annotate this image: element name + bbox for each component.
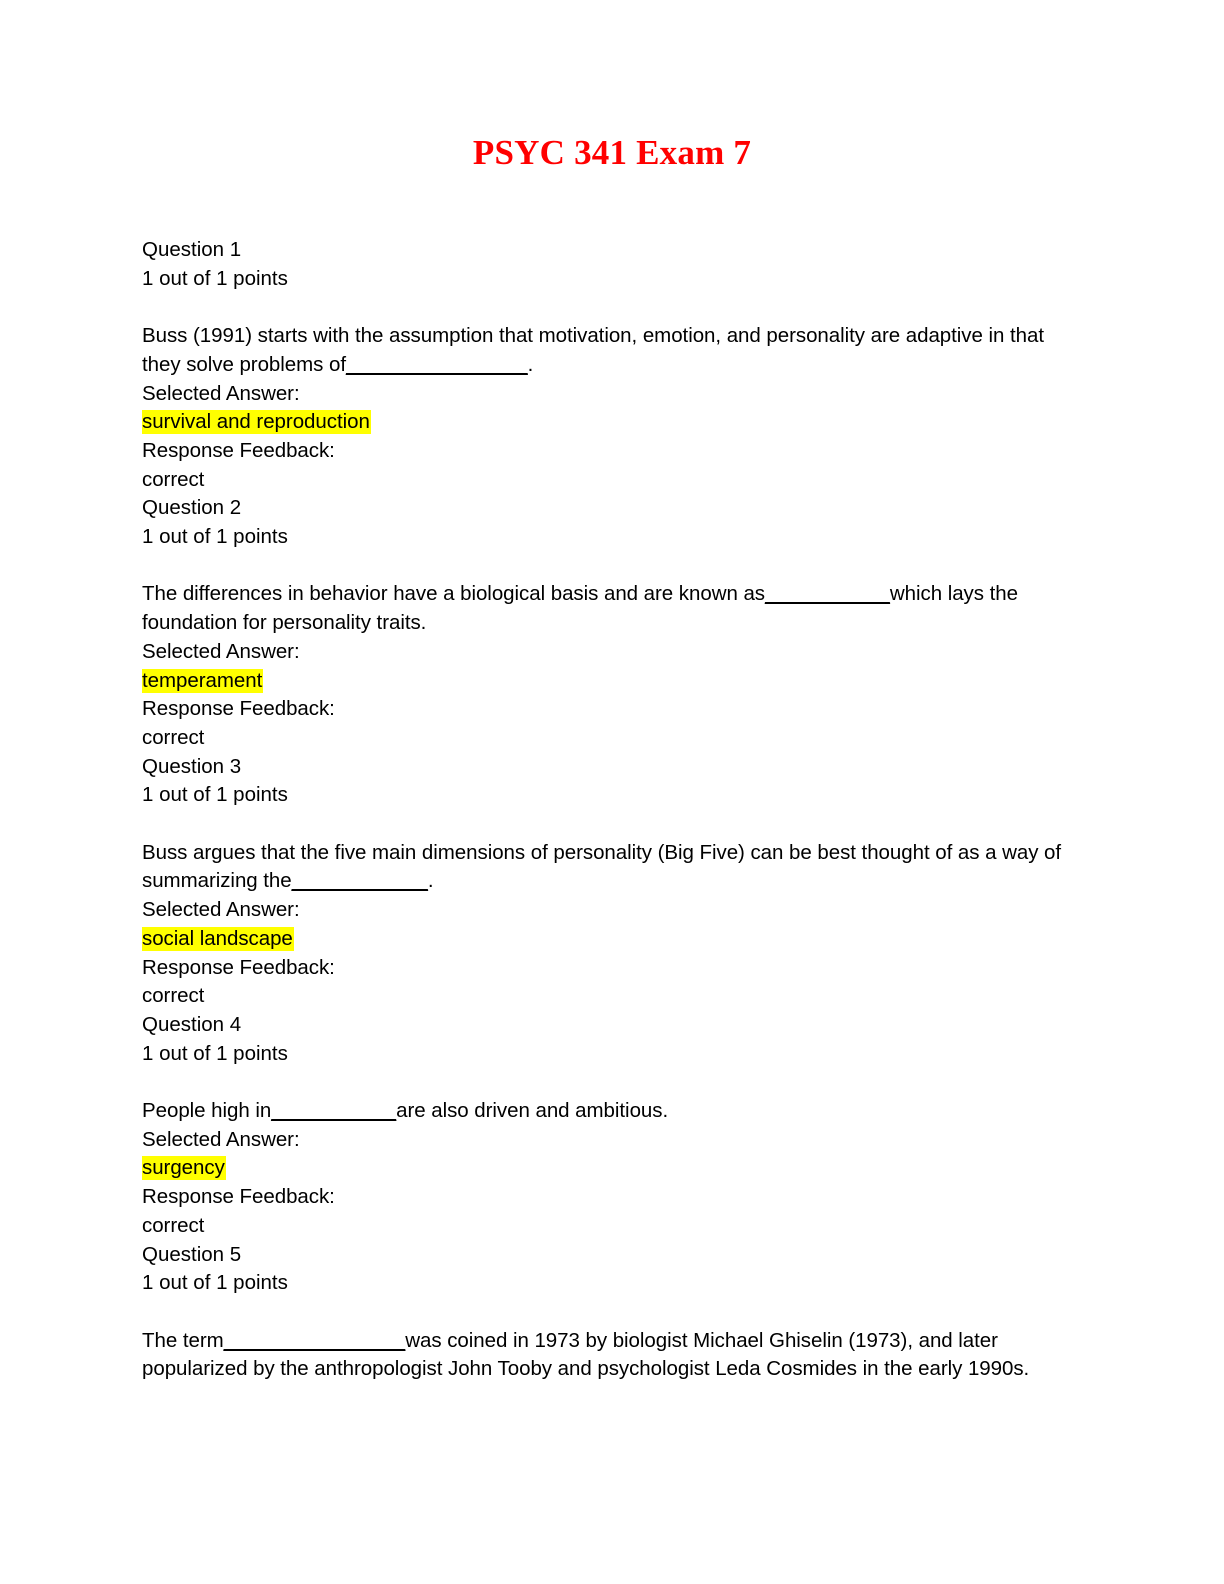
answer-blank: ________________	[223, 1328, 406, 1352]
prompt-tail: .	[527, 352, 534, 376]
spacer	[142, 810, 1067, 839]
selected-answer-row-1: survival and reproduction	[142, 408, 1067, 437]
question-block-4: Question 4 1 out of 1 points People high…	[142, 1011, 1067, 1241]
prompt-tail: which lays the foundation for personalit…	[142, 582, 1024, 635]
question-block-3: Question 3 1 out of 1 points Buss argues…	[142, 753, 1067, 1011]
prompt-text: The differences in behavior have a biolo…	[142, 582, 766, 606]
answer-blank: ____________	[291, 869, 428, 893]
selected-answer-row-4: surgency	[142, 1154, 1067, 1183]
question-prompt-3: Buss argues that the five main dimension…	[142, 839, 1067, 896]
selected-answer-label-1: Selected Answer:	[142, 381, 300, 405]
question-points-4: 1 out of 1 points	[142, 1041, 288, 1065]
spacer	[142, 293, 1067, 322]
prompt-tail: was coined in 1973 by biologist Michael …	[142, 1328, 1030, 1381]
question-points-5: 1 out of 1 points	[142, 1271, 288, 1295]
question-points-1: 1 out of 1 points	[142, 266, 288, 290]
selected-answer-value-3: social landscape	[142, 926, 294, 951]
spacer	[142, 1298, 1067, 1327]
spacer	[142, 552, 1067, 581]
question-number-3: Question 3	[142, 754, 242, 778]
prompt-text: Buss (1991) starts with the assumption t…	[142, 324, 1050, 376]
answer-blank: ___________	[271, 1099, 397, 1123]
answer-blank: ________________	[346, 352, 528, 376]
prompt-text: The term	[142, 1328, 224, 1352]
question-block-5: Question 5 1 out of 1 points The term___…	[142, 1241, 1067, 1385]
question-number-5: Question 5	[142, 1242, 242, 1266]
selected-answer-value-1: survival and reproduction	[142, 410, 371, 435]
question-block-1: Question 1 1 out of 1 points Buss (1991)…	[142, 236, 1067, 494]
response-feedback-value-1: correct	[142, 467, 205, 491]
selected-answer-row-3: social landscape	[142, 925, 1067, 954]
selected-answer-label-4: Selected Answer:	[142, 1127, 300, 1151]
question-number-4: Question 4	[142, 1012, 242, 1036]
question-prompt-1: Buss (1991) starts with the assumption t…	[142, 322, 1067, 379]
selected-answer-value-2: temperament	[142, 668, 264, 693]
prompt-tail: .	[427, 869, 434, 893]
response-feedback-value-4: correct	[142, 1213, 205, 1237]
selected-answer-value-4: surgency	[142, 1156, 226, 1181]
response-feedback-value-2: correct	[142, 725, 205, 749]
selected-answer-label-2: Selected Answer:	[142, 639, 300, 663]
response-feedback-label-3: Response Feedback:	[142, 955, 335, 979]
answer-blank: ___________	[765, 582, 890, 606]
response-feedback-label-2: Response Feedback:	[142, 697, 335, 721]
question-block-2: Question 2 1 out of 1 points The differe…	[142, 494, 1067, 752]
question-points-3: 1 out of 1 points	[142, 783, 288, 807]
response-feedback-value-3: correct	[142, 984, 205, 1008]
spacer	[142, 1068, 1067, 1097]
question-number-2: Question 2	[142, 496, 242, 520]
prompt-tail: are also driven and ambitious.	[396, 1099, 669, 1123]
selected-answer-label-3: Selected Answer:	[142, 898, 300, 922]
question-number-1: Question 1	[142, 238, 242, 261]
selected-answer-row-2: temperament	[142, 667, 1067, 696]
question-prompt-5: The term________________was coined in 19…	[142, 1327, 1067, 1384]
prompt-text: People high in	[142, 1099, 272, 1123]
question-prompt-4: People high in___________are also driven…	[142, 1097, 1067, 1126]
response-feedback-label-1: Response Feedback:	[142, 438, 335, 462]
page-title: PSYC 341 Exam 7	[472, 133, 752, 172]
response-feedback-label-4: Response Feedback:	[142, 1185, 335, 1209]
question-points-2: 1 out of 1 points	[142, 525, 288, 549]
exam-body: Question 1 1 out of 1 points Buss (1991)…	[142, 236, 1067, 1384]
question-prompt-2: The differences in behavior have a biolo…	[142, 580, 1067, 637]
prompt-text: Buss argues that the five main dimension…	[142, 840, 1067, 893]
